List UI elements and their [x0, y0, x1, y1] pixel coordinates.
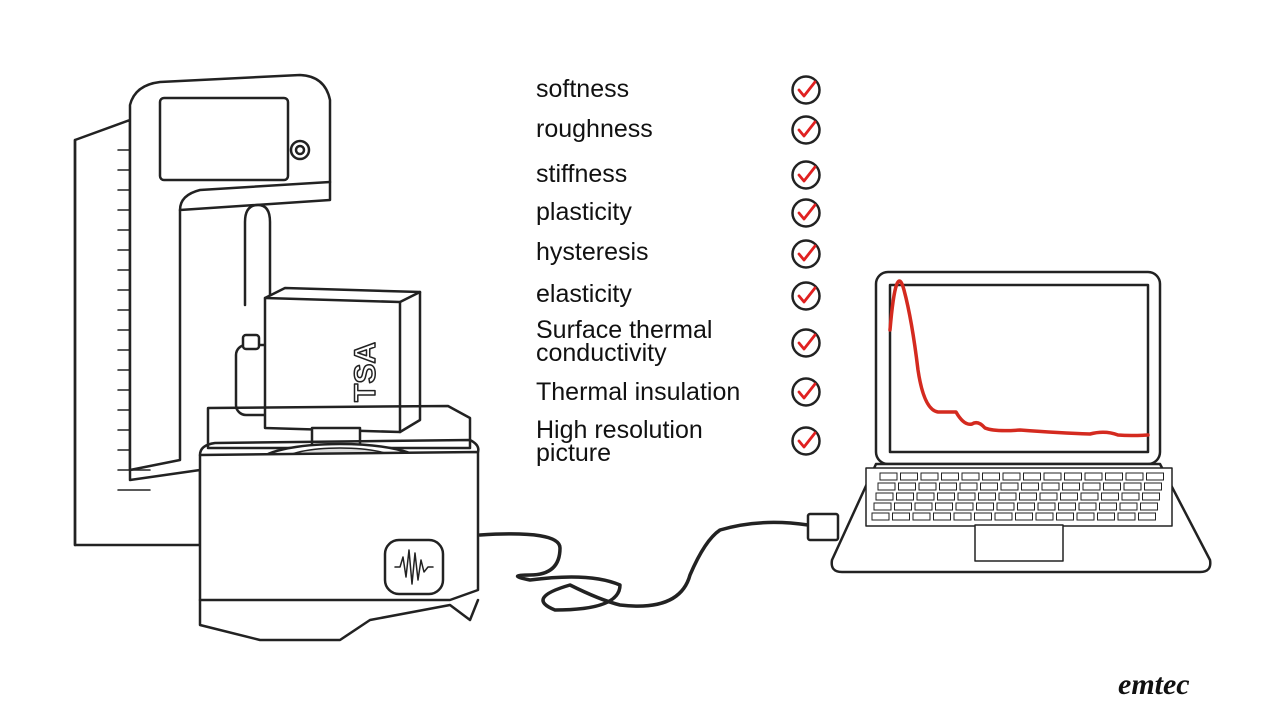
keyboard-key	[933, 512, 951, 521]
keyboard-key	[900, 472, 918, 481]
keyboard	[871, 472, 1164, 521]
keyboard-key	[1101, 492, 1119, 501]
checkmark-circle-icon	[791, 239, 821, 269]
checkmark-circle-icon	[791, 198, 821, 228]
emtec-logo: emtec	[1118, 668, 1190, 701]
keyboard-key	[1105, 472, 1123, 481]
laptop-screen	[888, 283, 1150, 454]
keyboard-key	[1023, 472, 1041, 481]
keyboard-key	[916, 492, 935, 501]
keyboard-key	[898, 482, 916, 491]
keyboard-key	[912, 512, 931, 521]
keyboard-key	[953, 512, 972, 521]
tsa-head-label: TSA	[349, 342, 382, 402]
touchpad	[974, 524, 1064, 562]
keyboard-key	[1021, 482, 1039, 491]
feature-label: hysteresis	[536, 238, 649, 266]
keyboard-key	[978, 492, 996, 501]
keyboard-key	[1142, 492, 1160, 501]
keyboard-key	[976, 502, 994, 511]
keyboard-key	[1117, 512, 1136, 521]
checkmark-circle-icon	[791, 115, 821, 145]
keyboard-key	[1138, 512, 1156, 521]
instrument-screen	[158, 96, 290, 182]
keyboard-key	[1019, 492, 1037, 501]
keyboard-key	[1084, 472, 1103, 481]
keyboard-key	[1123, 482, 1142, 491]
keyboard-key	[955, 502, 974, 511]
keyboard-key	[1103, 482, 1121, 491]
keyboard-key	[896, 492, 914, 501]
keyboard-key	[1119, 502, 1138, 511]
keyboard-key	[941, 472, 959, 481]
feature-label: Thermal insulation	[536, 378, 741, 406]
keyboard-key	[957, 492, 976, 501]
feature-label: plasticity	[536, 198, 632, 226]
keyboard-key	[1035, 512, 1054, 521]
keyboard-key	[935, 502, 953, 511]
keyboard-key	[937, 492, 955, 501]
keyboard-key	[1064, 472, 1082, 481]
feature-label: softness	[536, 75, 630, 103]
usb-cable	[478, 520, 810, 612]
keyboard-key	[892, 512, 910, 521]
checkmark-circle-icon	[791, 160, 821, 190]
keyboard-key	[1017, 502, 1035, 511]
keyboard-key	[1140, 502, 1158, 511]
checkmark-circle-icon	[791, 377, 821, 407]
keyboard-key	[996, 502, 1015, 511]
keyboard-key	[1146, 472, 1164, 481]
keyboard-key	[920, 472, 939, 481]
keyboard-key	[1060, 492, 1078, 501]
feature-label: roughness	[536, 115, 653, 143]
keyboard-key	[1076, 512, 1095, 521]
keyboard-key	[875, 492, 894, 501]
keyboard-key	[1080, 492, 1099, 501]
checkmark-circle-icon	[791, 426, 821, 456]
checkmark-circle-icon	[791, 75, 821, 105]
measurement-curve	[888, 279, 1150, 438]
tsa-instrument: TSA	[73, 73, 480, 642]
keyboard-key	[873, 502, 892, 511]
keyboard-key	[980, 482, 998, 491]
keyboard-key	[961, 472, 980, 481]
keyboard-key	[879, 472, 898, 481]
laptop	[806, 270, 1212, 574]
checkmark-circle-icon	[791, 328, 821, 358]
feature-label: High resolution picture	[536, 416, 703, 467]
keyboard-key	[1062, 482, 1080, 491]
feature-label: elasticity	[536, 280, 632, 308]
keyboard-key	[1121, 492, 1140, 501]
keyboard-key	[1078, 502, 1097, 511]
keyboard-key	[1041, 482, 1060, 491]
keyboard-key	[1000, 482, 1019, 491]
keyboard-key	[1015, 512, 1033, 521]
keyboard-key	[982, 472, 1000, 481]
keyboard-key	[1058, 502, 1076, 511]
keyboard-key	[914, 502, 933, 511]
feature-label: stiffness	[536, 160, 628, 188]
keyboard-key	[998, 492, 1017, 501]
keyboard-key	[871, 512, 890, 521]
keyboard-key	[959, 482, 978, 491]
keyboard-key	[1099, 502, 1117, 511]
keyboard-key	[1125, 472, 1144, 481]
keyboard-key	[994, 512, 1013, 521]
keyboard-key	[894, 502, 912, 511]
keyboard-key	[1056, 512, 1074, 521]
feature-label: Surface thermal conductivity	[536, 316, 713, 367]
keyboard-key	[1043, 472, 1062, 481]
keyboard-key	[1037, 502, 1056, 511]
keyboard-key	[939, 482, 957, 491]
keyboard-key	[1097, 512, 1115, 521]
keyboard-key	[918, 482, 937, 491]
keyboard-key	[1002, 472, 1021, 481]
keyboard-key	[1144, 482, 1162, 491]
checkmark-circle-icon	[791, 281, 821, 311]
keyboard-key	[1082, 482, 1101, 491]
keyboard-key	[1039, 492, 1058, 501]
keyboard-key	[877, 482, 896, 491]
keyboard-key	[974, 512, 992, 521]
